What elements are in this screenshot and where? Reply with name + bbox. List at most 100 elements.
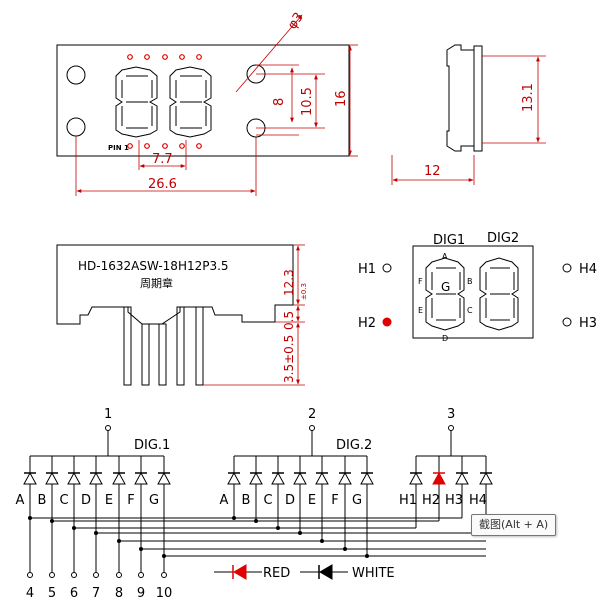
pinout-digit-2 [479, 257, 519, 331]
h4-indicator [562, 263, 572, 273]
legend-white-diode [319, 564, 333, 580]
h2-label: H2 [358, 316, 376, 331]
dim-total-height-label: 16 [334, 90, 349, 107]
dim-side-width-label: 12 [424, 164, 441, 179]
group2-label: DIG.2 [336, 438, 372, 453]
bottom-pin-10-label: 10 [156, 586, 173, 601]
dig1-seg-e-diode [112, 456, 126, 504]
bottom-pin-4-label: 4 [26, 586, 34, 601]
front-view-pins [123, 306, 204, 386]
top-view-dimension-labels: φ3 8 10.5 16 7.7 26.6 [148, 10, 349, 192]
common-pin-3-label: 3 [447, 407, 455, 422]
common-pin-1-dot [105, 425, 111, 431]
dig2-seg-e-diode [315, 456, 329, 504]
dig2-seg-b-diode [249, 456, 263, 504]
seg-b-label: B [467, 277, 473, 286]
front-view-dimensions [203, 244, 305, 386]
bottom-pin-10-dot [161, 572, 167, 578]
dig2-seg-c-label: C [263, 493, 272, 508]
legend-red-label: RED [263, 566, 290, 581]
h3-indicator [562, 317, 572, 327]
schematic [30, 428, 486, 457]
common-pin-labels: 1 2 3 [104, 407, 455, 422]
dim-pin-length-label: 3.5±0.5 [282, 335, 296, 383]
top-view-dimensions [75, 14, 358, 196]
top-digit-1 [115, 66, 158, 138]
dig2-seg-d-label: D [285, 493, 295, 508]
dig2-seg-a-diode [227, 456, 241, 504]
part-number: HD-1632ASW-18H12P3.5 [78, 259, 229, 273]
dig1-seg-e-label: E [105, 493, 113, 508]
common-pin-2-dot [309, 425, 315, 431]
front-view-body [56, 244, 294, 325]
bottom-pin-5-label: 5 [48, 586, 56, 601]
dig1-seg-a-label: A [16, 493, 25, 508]
dig2-seg-f-label: F [331, 493, 338, 508]
dim-hole-spacing-v-label: 10.5 [300, 87, 315, 116]
segment-bus-wires [28, 504, 487, 572]
h4-label: H4 [579, 262, 597, 277]
dig1-seg-d-label: D [81, 493, 91, 508]
dig1-seg-f-label: F [127, 493, 134, 508]
dig1-seg-a-diode [23, 456, 37, 504]
dig2-seg-g-label: G [352, 493, 362, 508]
seg-d-label: D [442, 334, 448, 343]
diodes-layer [23, 456, 493, 572]
group1-label: DIG.1 [134, 438, 170, 453]
maker-name: 周期章 [140, 276, 173, 290]
indicator-h2-diode [432, 456, 446, 504]
pinout-frame [412, 245, 534, 339]
dig2-seg-d-diode [293, 456, 307, 504]
dim-digit-pitch-label: 7.7 [152, 152, 173, 167]
bottom-pin-7-label: 7 [92, 586, 100, 601]
indicator-h1-label: H1 [399, 493, 417, 508]
dig2-seg-e-label: E [308, 493, 316, 508]
dig1-seg-c-diode [67, 456, 81, 504]
front-view-dimension-labels: 12.3 ±0.3 0.5 3.5±0.5 [282, 269, 308, 383]
bottom-pin-6-label: 6 [70, 586, 78, 601]
dig2-seg-c-diode [271, 456, 285, 504]
common-pin-2-label: 2 [308, 407, 316, 422]
indicator-h3-label: H3 [445, 493, 463, 508]
dim-side-height-label: 13.1 [521, 83, 536, 112]
dig1-seg-d-diode [89, 456, 103, 504]
front-view [56, 244, 294, 386]
indicator-h4-diode [479, 456, 493, 504]
side-view [446, 44, 483, 152]
h1-label: H1 [358, 262, 376, 277]
dim-inner-height-label: 8 [272, 98, 287, 106]
bottom-pin-7-dot [93, 572, 99, 578]
legend-red-diode [233, 564, 247, 580]
bottom-pin-4-dot [27, 572, 33, 578]
seg-c-label: C [467, 306, 473, 315]
seg-e-label: E [418, 306, 423, 315]
common-pin-circles [105, 425, 454, 431]
side-view-dimension-labels: 13.1 12 [424, 83, 536, 179]
pinout-labels: A B C D E F G H1 H2 H4 H3 [358, 252, 597, 343]
dig1-seg-f-diode [134, 456, 148, 504]
dig2-seg-b-label: B [242, 493, 251, 508]
top-digit-2 [169, 66, 212, 138]
mount-hole-bl [66, 117, 86, 137]
dig2-seg-a-label: A [220, 493, 229, 508]
indicator-h2-label: H2 [422, 493, 440, 508]
seg-a-label: A [442, 252, 448, 261]
bottom-pin-6-dot [71, 572, 77, 578]
indicator-h4-label: H4 [469, 493, 487, 508]
dig2-label: DIG2 [487, 231, 519, 246]
h3-label: H3 [579, 316, 597, 331]
h2-indicator [382, 317, 392, 327]
dim-body-height-label: 12.3 [282, 269, 296, 296]
bottom-pin-5-dot [49, 572, 55, 578]
dig2-seg-g-diode [360, 456, 374, 504]
bottom-pin-8-dot [116, 572, 122, 578]
dig1-seg-g-label: G [149, 493, 159, 508]
dig2-seg-f-diode [338, 456, 352, 504]
legend [214, 564, 348, 580]
bottom-pin-8-label: 8 [115, 586, 123, 601]
common-pin-1-label: 1 [104, 407, 112, 422]
dig1-seg-b-diode [45, 456, 59, 504]
legend-white-label: WHITE [352, 566, 395, 581]
seg-f-label: F [418, 277, 423, 286]
